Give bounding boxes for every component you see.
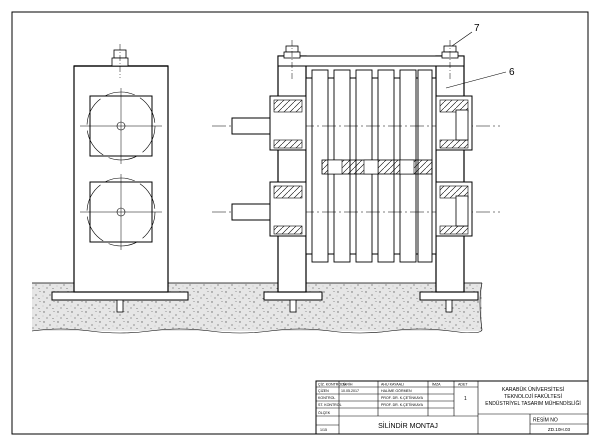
tb-role-4: ÖLÇEK bbox=[318, 411, 331, 415]
tb-role-1: ÇİZEN bbox=[318, 388, 329, 393]
tb-university-2: TEKNOLOJİ FAKÜLTESİ bbox=[504, 393, 562, 400]
front-view bbox=[212, 31, 507, 313]
tb-role-5: 1/15 bbox=[320, 428, 327, 432]
side-top-bolt bbox=[111, 44, 129, 78]
tb-col-imza: İMZA bbox=[432, 382, 441, 387]
lower-shaft bbox=[212, 181, 500, 237]
tb-drawing-no: ZD.10H.03 bbox=[548, 427, 571, 432]
tb-name-2: PROF. DR. K.ÇETİNKAYA bbox=[381, 395, 424, 400]
tb-col-tarih: TARİH bbox=[342, 382, 353, 387]
title-block bbox=[315, 380, 589, 435]
tb-quantity: 1 bbox=[464, 396, 467, 402]
side-lower-bearing bbox=[80, 174, 162, 250]
side-view bbox=[51, 44, 189, 313]
front-top-bolts bbox=[283, 40, 459, 80]
tb-name-0: AHU KAYAALI bbox=[381, 383, 404, 387]
callout-7: 7 bbox=[474, 23, 480, 34]
tb-role-2: KONTROL bbox=[318, 396, 335, 400]
roller-stack bbox=[305, 69, 437, 263]
tb-drawing-title: SİLİNDİR MONTAJ bbox=[378, 421, 438, 430]
tb-name-3: PROF. DR. K.ÇETİNKAYA bbox=[381, 402, 424, 407]
side-upper-bearing bbox=[80, 88, 162, 164]
tb-role-3: ST. KONTROL bbox=[318, 403, 342, 407]
sheet-border bbox=[11, 11, 589, 435]
tb-col-adet: ADET bbox=[458, 383, 468, 387]
upper-shaft bbox=[212, 95, 500, 151]
tb-university-3: ENDÜSTRİYEL TASARIM MÜHENDİSLİĞİ bbox=[485, 400, 580, 407]
tb-university-1: KARABÜK ÜNİVERSİTESİ bbox=[502, 386, 564, 393]
tb-drawing-no-label: RESİM NO bbox=[533, 417, 558, 424]
callout-6: 6 bbox=[509, 67, 515, 78]
tb-date: 10.05.2017 bbox=[341, 389, 359, 393]
tb-name-1: HALİME GÖRMEN bbox=[381, 388, 412, 393]
tb-role-0: ÇİZ. KONTROLÜ bbox=[318, 382, 346, 387]
